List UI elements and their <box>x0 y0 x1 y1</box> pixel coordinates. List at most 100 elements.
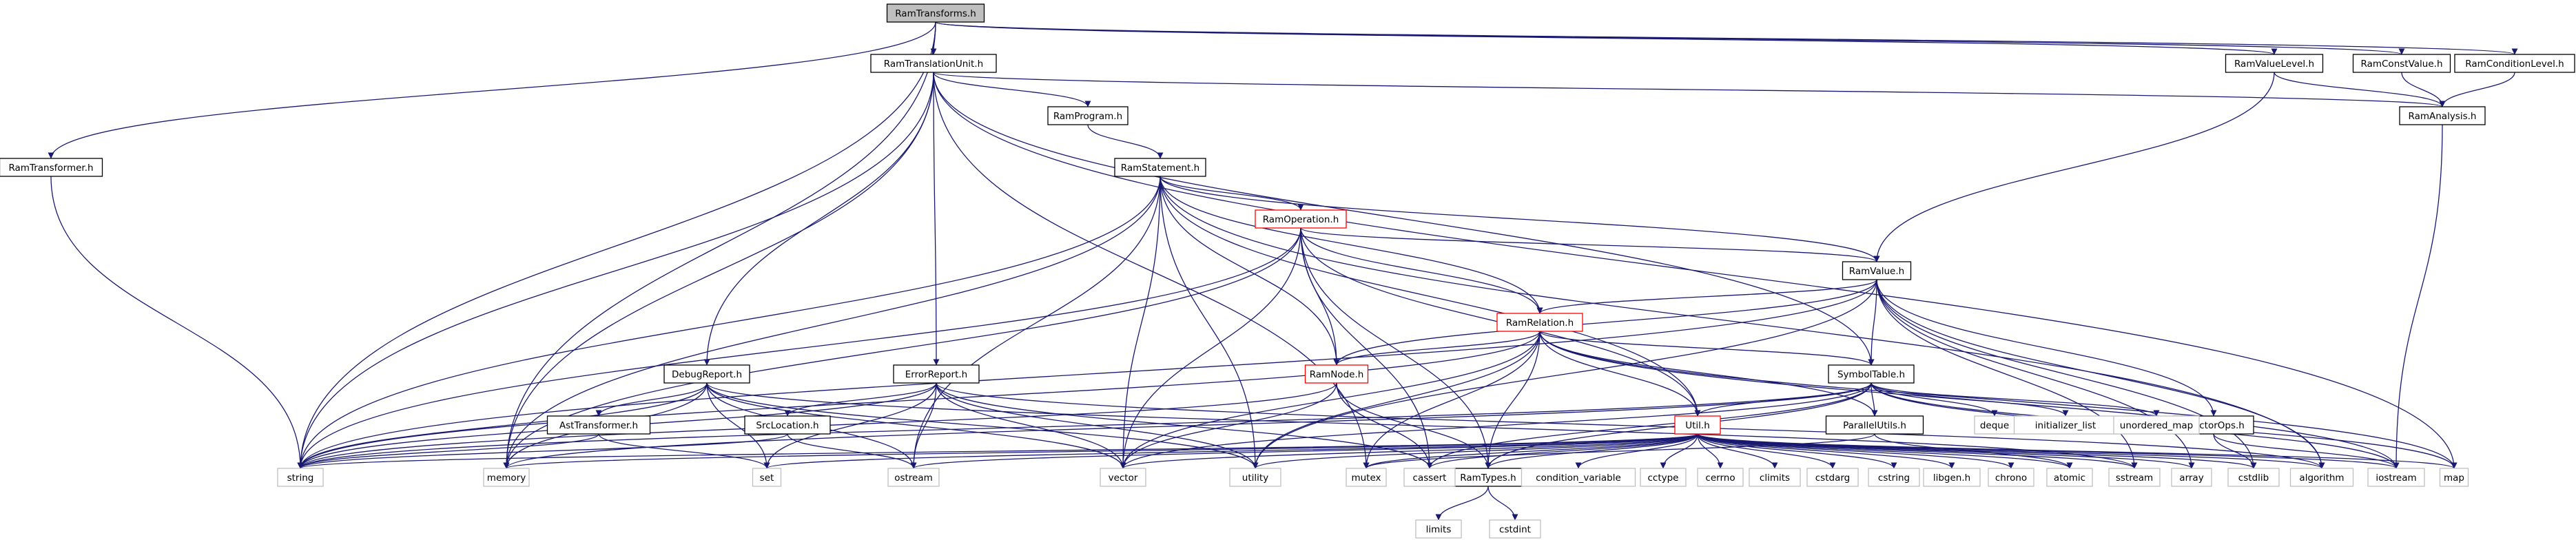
edge-ramstatement-h-to-ramvalue-h <box>1160 176 1880 262</box>
dependency-edge <box>1871 382 2069 417</box>
node-parallelutils-h[interactable]: ParallelUtils.h <box>1825 415 1924 435</box>
node-label: vector <box>1109 473 1138 484</box>
node-srclocation-h[interactable]: SrcLocation.h <box>744 415 831 435</box>
node-label: cctype <box>1647 473 1678 484</box>
dependency-edge <box>1087 124 1164 159</box>
node-ramtransformer-h[interactable]: RamTransformer.h <box>0 158 103 177</box>
node-label: RamConditionLevel.h <box>2465 59 2564 70</box>
dependency-edge <box>1697 433 1724 469</box>
node-cerrno: cerrno <box>1697 468 1744 487</box>
dependency-edge <box>1252 331 1541 469</box>
node-ramrelation-h[interactable]: RamRelation.h <box>1496 313 1583 332</box>
edge-ramvalue-h-to-symboltable-h <box>1868 279 1877 366</box>
edge-ramoperation-h-to-string <box>297 227 1301 469</box>
dependency-edge <box>1252 433 1698 469</box>
dependency-edge <box>2439 72 2515 107</box>
node-label: cerrno <box>1705 473 1735 484</box>
edge-util-h-to-string <box>298 433 1698 469</box>
dependency-edge <box>2274 72 2446 107</box>
dependency-edge <box>1660 433 1698 469</box>
edge-ramvaluelevel-h-to-ramanalysis-h <box>2274 72 2446 107</box>
dependency-edge <box>1363 433 1698 469</box>
edge-ramrelation-h-to-string <box>297 331 1541 469</box>
node-ramvalue-h[interactable]: RamValue.h <box>1842 261 1912 280</box>
edge-util-h-to-chrono <box>1697 433 2015 469</box>
edge-util-h-to-mutex <box>1363 433 1698 469</box>
edge-ramstatement-h-to-memory <box>503 176 1161 469</box>
dependency-edge <box>1697 433 2073 469</box>
edge-ramanalysis-h-to-iostream <box>2393 124 2443 469</box>
dependency-edge <box>910 433 1698 469</box>
dependency-edge <box>48 21 936 159</box>
node-ramstatement-h[interactable]: RamStatement.h <box>1114 158 1206 177</box>
node-ramtypes-h[interactable]: RamTypes.h <box>1453 468 1523 487</box>
edge-ramtransforms-h-to-ramtransformer-h <box>48 21 936 159</box>
edge-ramstatement-h-to-ramoperation-h <box>1160 176 1304 211</box>
dependency-edge <box>1876 279 2217 417</box>
node-box <box>2171 468 2212 487</box>
edge-functorops-h-to-iostream <box>2213 433 2400 469</box>
dependency-edge <box>1363 331 1541 469</box>
dependency-edge <box>706 382 1126 469</box>
edge-ramtranslationunit-h-to-symboltable-h <box>933 72 1875 366</box>
edge-util-h-to-map <box>1697 433 2457 469</box>
node-ramnode-h[interactable]: RamNode.h <box>1304 364 1369 384</box>
node-util-h[interactable]: Util.h <box>1674 415 1721 435</box>
dependency-edge <box>2393 124 2443 469</box>
dependency-edge <box>1120 433 1698 469</box>
dependency-edge <box>1120 331 1541 469</box>
dependency-edge <box>297 72 934 469</box>
dependency-edge <box>763 433 1698 469</box>
edge-ramvalue-h-to-string <box>297 279 1877 469</box>
node-ramconditionlevel-h[interactable]: RamConditionLevel.h <box>2454 54 2575 73</box>
dependency-edge <box>503 382 1872 469</box>
node-box <box>1047 106 1129 125</box>
node-array: array <box>2171 468 2212 487</box>
dependency-edge <box>1300 227 1543 314</box>
node-box <box>1806 468 1859 487</box>
edge-ramrelation-h-to-symboltable-h <box>1539 331 1875 366</box>
node-ramoperation-h[interactable]: RamOperation.h <box>1255 209 1347 229</box>
edge-symboltable-h-to-unordered-map <box>1871 382 2160 417</box>
edge-ramtransforms-h-to-ramvaluelevel-h <box>935 21 2277 55</box>
dependency-edge <box>1539 331 1878 417</box>
edge-util-h-to-memory <box>504 433 1698 469</box>
node-ramprogram-h[interactable]: RamProgram.h <box>1047 106 1129 125</box>
edge-ramoperation-h-to-ramtypes-h <box>1300 227 1492 469</box>
node-label: initializer_list <box>2035 420 2096 431</box>
node-ramconstvalue-h[interactable]: RamConstValue.h <box>2352 54 2451 73</box>
node-ramtransforms-h[interactable]: RamTransforms.h <box>886 3 985 23</box>
dependency-edge <box>297 382 708 469</box>
edge-ramtranslationunit-h-to-debugreport-h <box>703 72 934 366</box>
node-box <box>1403 468 1456 487</box>
edge-util-h-to-ramtypes-h <box>1485 433 1698 469</box>
edge-util-h-to-ostream <box>910 433 1698 469</box>
node-ramtranslationunit-h[interactable]: RamTranslationUnit.h <box>870 54 997 73</box>
node-box <box>887 468 940 487</box>
edge-asttransformer-h-to-set <box>598 433 770 469</box>
edge-ramoperation-h-to-ramrelation-h <box>1300 227 1543 314</box>
dependency-edge <box>50 176 304 469</box>
node-ramvaluelevel-h[interactable]: RamValueLevel.h <box>2225 54 2324 73</box>
node-box <box>1415 519 1462 539</box>
node-errorreport-h[interactable]: ErrorReport.h <box>893 364 980 384</box>
edge-symboltable-h-to-initializer-list <box>1871 382 2069 417</box>
node-box <box>1749 468 1801 487</box>
node-ostream: ostream <box>887 468 940 487</box>
node-ramanalysis-h[interactable]: RamAnalysis.h <box>2399 106 2486 125</box>
edge-ramrelation-h-to-mutex <box>1363 331 1541 469</box>
node-label: cstdarg <box>1815 473 1850 484</box>
edge-util-h-to-libgen-h <box>1697 433 1955 469</box>
dependency-edge <box>933 72 940 366</box>
node-symboltable-h[interactable]: SymbolTable.h <box>1828 364 1915 384</box>
node-climits: climits <box>1749 468 1801 487</box>
node-asttransformer-h[interactable]: AstTransformer.h <box>546 415 651 435</box>
edge-parallelutils-h-to-mutex <box>1363 433 1875 469</box>
dependency-edge <box>1300 227 1433 469</box>
edge-ramtranslationunit-h-to-ramprogram-h <box>933 72 1091 107</box>
node-label: algorithm <box>2299 473 2344 484</box>
node-atomic: atomic <box>2046 468 2093 487</box>
node-algorithm: algorithm <box>2289 468 2354 487</box>
node-debugreport-h[interactable]: DebugReport.h <box>663 364 750 384</box>
node-box <box>1697 468 1744 487</box>
